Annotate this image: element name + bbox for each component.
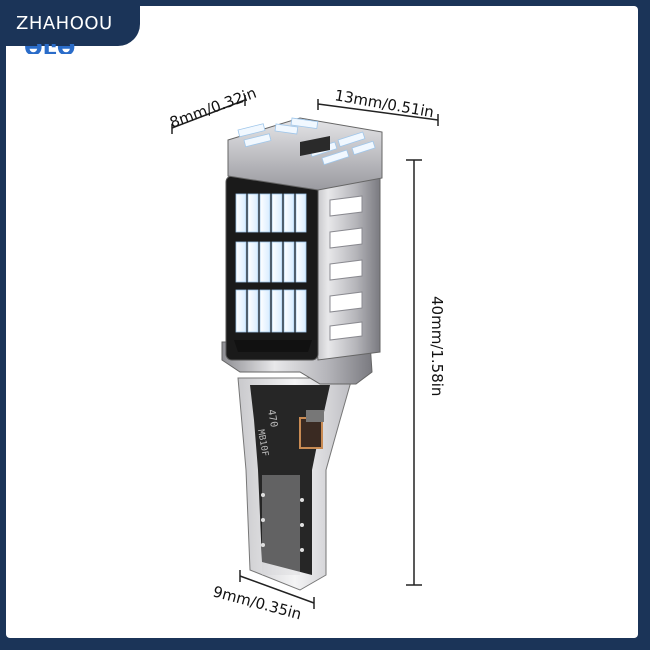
dimension-side-width: 8mm/0.32in	[167, 84, 259, 134]
dimension-label-base-width: 9mm/0.35in	[211, 582, 303, 623]
dimension-label-height: 40mm/1.58in	[428, 296, 446, 396]
resistor-component	[299, 417, 323, 449]
brand-logo-fragment: ƏĿƏ	[24, 44, 98, 54]
dimension-front-width: 13mm/0.51in	[317, 86, 439, 126]
dimension-line	[317, 103, 439, 121]
heatsink-fins	[329, 195, 363, 341]
dimension-label-front-width: 13mm/0.51in	[333, 86, 435, 121]
front-led-array	[235, 193, 307, 333]
diode-component	[306, 410, 324, 422]
dimension-line	[171, 99, 246, 129]
chip-marking: MB10F	[255, 429, 270, 457]
dimension-height: 40mm/1.58in	[406, 159, 446, 586]
bulb-body: 470 MB10F	[221, 117, 383, 591]
resistor-marking: 470	[265, 409, 279, 429]
brand-badge: ZHAHOOU	[0, 0, 140, 46]
top-pcb-slot	[300, 136, 330, 156]
pcb-bottom-edge	[234, 340, 312, 352]
dimension-label-side-width: 8mm/0.32in	[167, 84, 259, 132]
dimension-line	[239, 575, 315, 604]
brand-name: ZHAHOOU	[16, 13, 113, 34]
base-contacts	[261, 475, 304, 575]
